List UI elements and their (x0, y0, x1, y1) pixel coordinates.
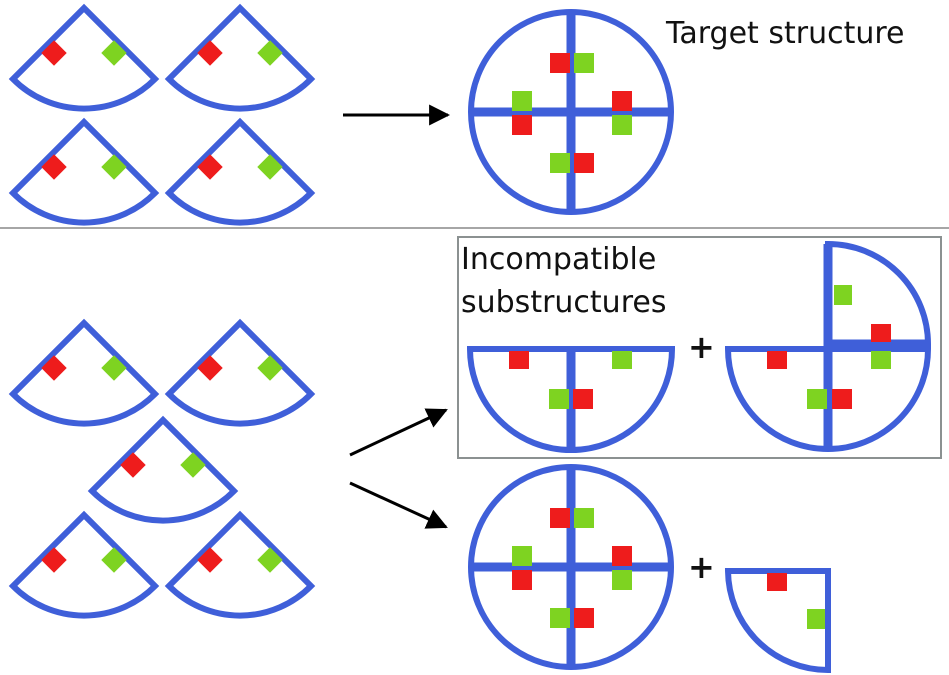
subunit-wedge (13, 323, 155, 424)
leftover-quarter-wedge (724, 568, 831, 674)
subunit-wedge (169, 122, 311, 223)
arrow-to-leftover (349, 481, 448, 529)
incompatible-box (457, 236, 942, 459)
incompatible-label-line1: Incompatible (461, 242, 657, 277)
target-structure-label: Target structure (666, 16, 905, 51)
plus-sign: + (688, 328, 715, 366)
subunit-wedge (92, 420, 234, 521)
subunit-wedge (13, 122, 155, 223)
subunit-wedge (13, 8, 155, 109)
half-circle-substructure (466, 346, 676, 453)
target-structure-circle (471, 12, 671, 212)
subunit-wedge (13, 515, 155, 616)
subunit-wedge (169, 8, 311, 109)
incompatible-substructures-label: Incompatible substructures (461, 238, 666, 324)
plus-sign: + (688, 548, 715, 586)
bottom-subunits (13, 323, 311, 616)
subunit-wedge (169, 323, 311, 424)
assembled-circle (471, 467, 671, 667)
incompatible-label-line2: substructures (461, 285, 667, 320)
top-subunits (13, 8, 311, 223)
subunit-wedge (169, 515, 311, 616)
three-quarter-substructure (724, 240, 932, 452)
arrow-to-incompatible (349, 408, 448, 457)
